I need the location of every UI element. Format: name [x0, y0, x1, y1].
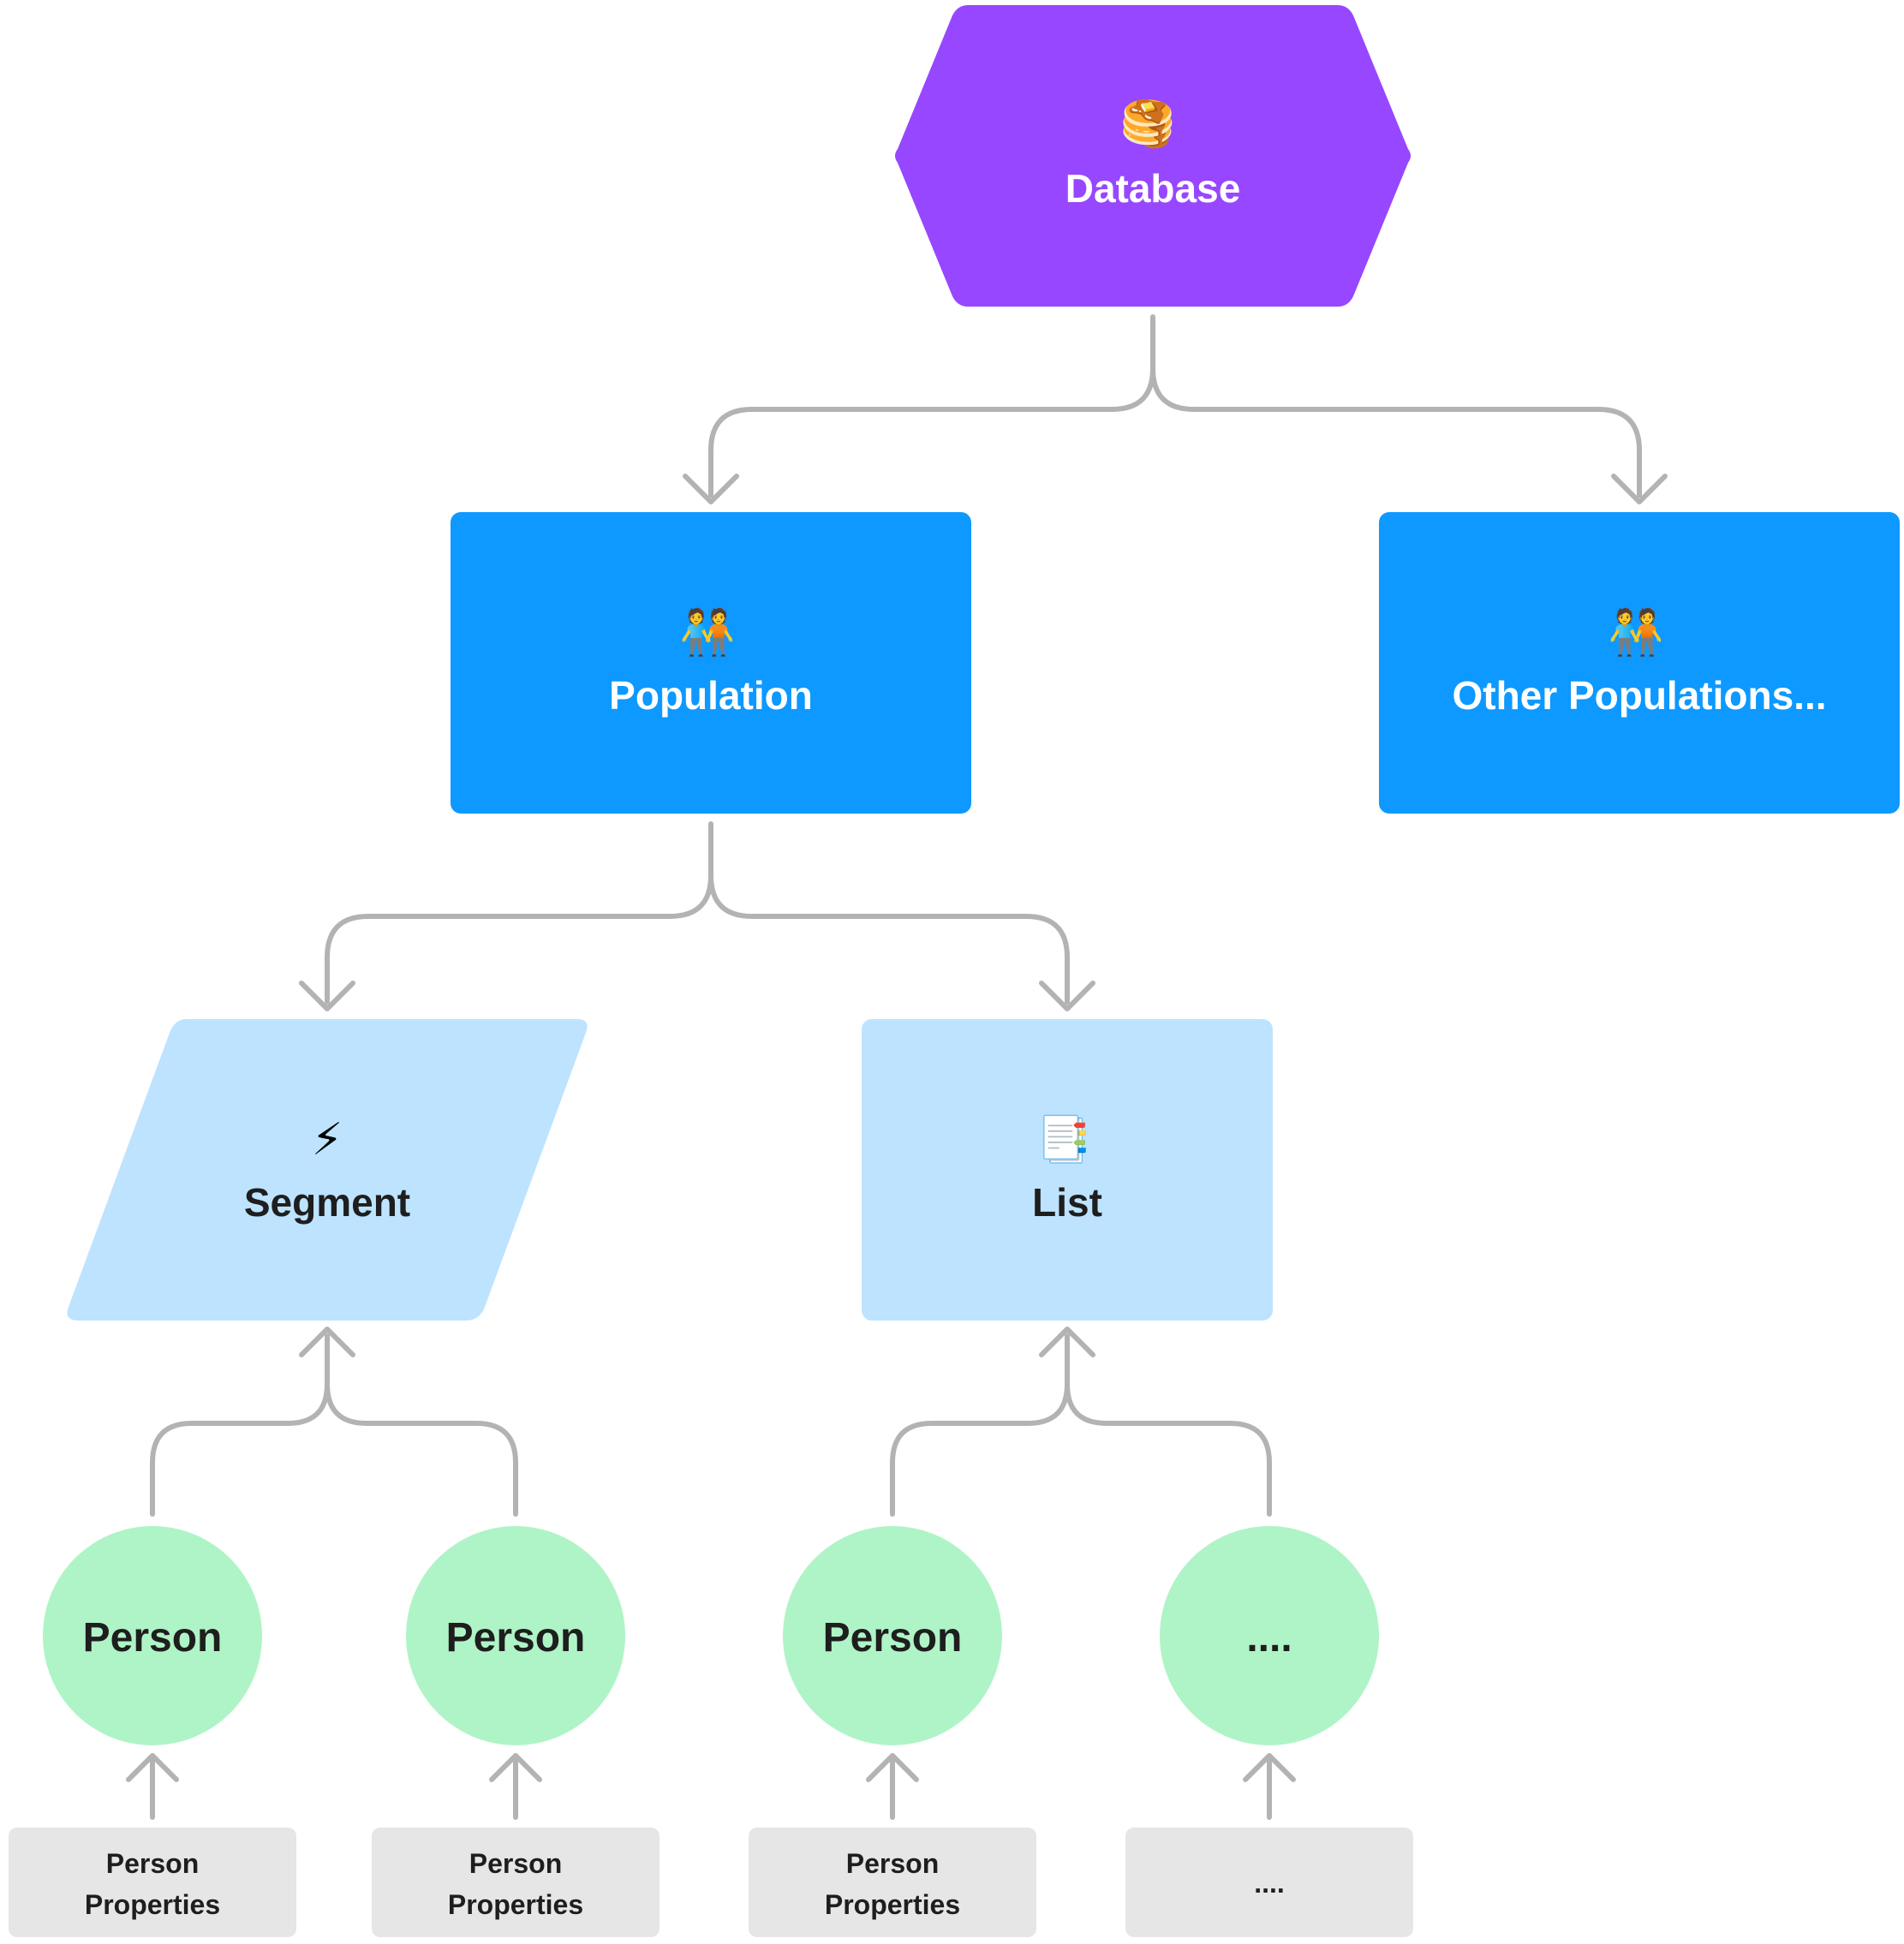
person-shape: [406, 1526, 625, 1745]
notebook-icon: 📑: [1036, 1113, 1092, 1165]
arrowhead-segment-up: [299, 1327, 355, 1357]
arrowhead-list-up: [1039, 1327, 1095, 1357]
properties-node: ....: [1125, 1828, 1413, 1937]
connector-population-to-segment: [325, 821, 713, 1005]
properties-label-line2: Properties: [448, 1889, 583, 1920]
arrowhead-list: [1039, 981, 1095, 1011]
database-label: Database: [1065, 166, 1241, 211]
connectors: [126, 314, 1668, 1820]
properties-label-line1: Person: [106, 1848, 199, 1879]
database-shape: [895, 5, 1411, 307]
segment-node: ⚡ Segment: [67, 1019, 588, 1321]
arrowhead-person2: [489, 1753, 542, 1782]
person-label: ....: [1246, 1615, 1292, 1661]
segment-shape: [67, 1019, 588, 1321]
person-node: Person: [43, 1526, 262, 1745]
people-holding-hands-icon: 🧑‍🤝‍🧑: [1609, 606, 1664, 658]
arrowhead-person3: [866, 1753, 919, 1782]
properties-node: Person Properties: [9, 1828, 296, 1937]
properties-label-line2: Properties: [825, 1889, 960, 1920]
people-holding-hands-icon: 🧑‍🤝‍🧑: [680, 606, 736, 658]
list-label: List: [1032, 1180, 1102, 1225]
connector-person1-to-segment: [150, 1333, 330, 1517]
lightning-icon: ⚡: [312, 1115, 343, 1165]
person-node: ....: [1160, 1526, 1379, 1745]
properties-shape: [749, 1828, 1036, 1937]
person-label: Person: [83, 1615, 223, 1661]
arrowhead-population: [683, 474, 739, 504]
connector-person2-to-segment: [325, 1381, 518, 1517]
database-node: 🥞 Database: [895, 5, 1411, 307]
connector-person3-to-list: [890, 1333, 1070, 1517]
connector-person4-to-list: [1065, 1381, 1272, 1517]
person-label: Person: [446, 1615, 586, 1661]
properties-shape: [9, 1828, 296, 1937]
properties-label-line2: Properties: [85, 1889, 220, 1920]
properties-node: Person Properties: [749, 1828, 1036, 1937]
person-node: Person: [783, 1526, 1002, 1745]
arrowhead-other-populations: [1611, 474, 1668, 504]
person-shape: [783, 1526, 1002, 1745]
properties-shape: [1125, 1828, 1413, 1937]
connector-population-to-list: [708, 873, 1070, 1005]
person-node: Person: [406, 1526, 625, 1745]
properties-node: Person Properties: [372, 1828, 660, 1937]
other-populations-shape: [1379, 512, 1900, 814]
list-shape: [862, 1019, 1273, 1321]
other-populations-label: Other Populations...: [1452, 673, 1826, 718]
list-node: 📑 List: [862, 1019, 1273, 1321]
population-shape: [451, 512, 971, 814]
arrowhead-segment: [299, 981, 355, 1011]
connector-database-to-population: [708, 314, 1155, 498]
properties-label-line1: Person: [469, 1848, 562, 1879]
properties-shape: [372, 1828, 660, 1937]
properties-label-line1: ....: [1254, 1868, 1285, 1899]
person-label: Person: [823, 1615, 963, 1661]
arrowhead-person1: [126, 1753, 179, 1782]
segment-label: Segment: [244, 1180, 410, 1225]
person-shape: [43, 1526, 262, 1745]
arrowhead-person4: [1243, 1753, 1296, 1782]
connector-database-to-other-populations: [1150, 366, 1642, 498]
person-shape: [1160, 1526, 1379, 1745]
population-node: 🧑‍🤝‍🧑 Population: [451, 512, 971, 814]
properties-label-line1: Person: [846, 1848, 939, 1879]
population-label: Population: [609, 673, 813, 718]
other-populations-node: 🧑‍🤝‍🧑 Other Populations...: [1379, 512, 1900, 814]
pancakes-icon: 🥞: [1120, 98, 1176, 152]
